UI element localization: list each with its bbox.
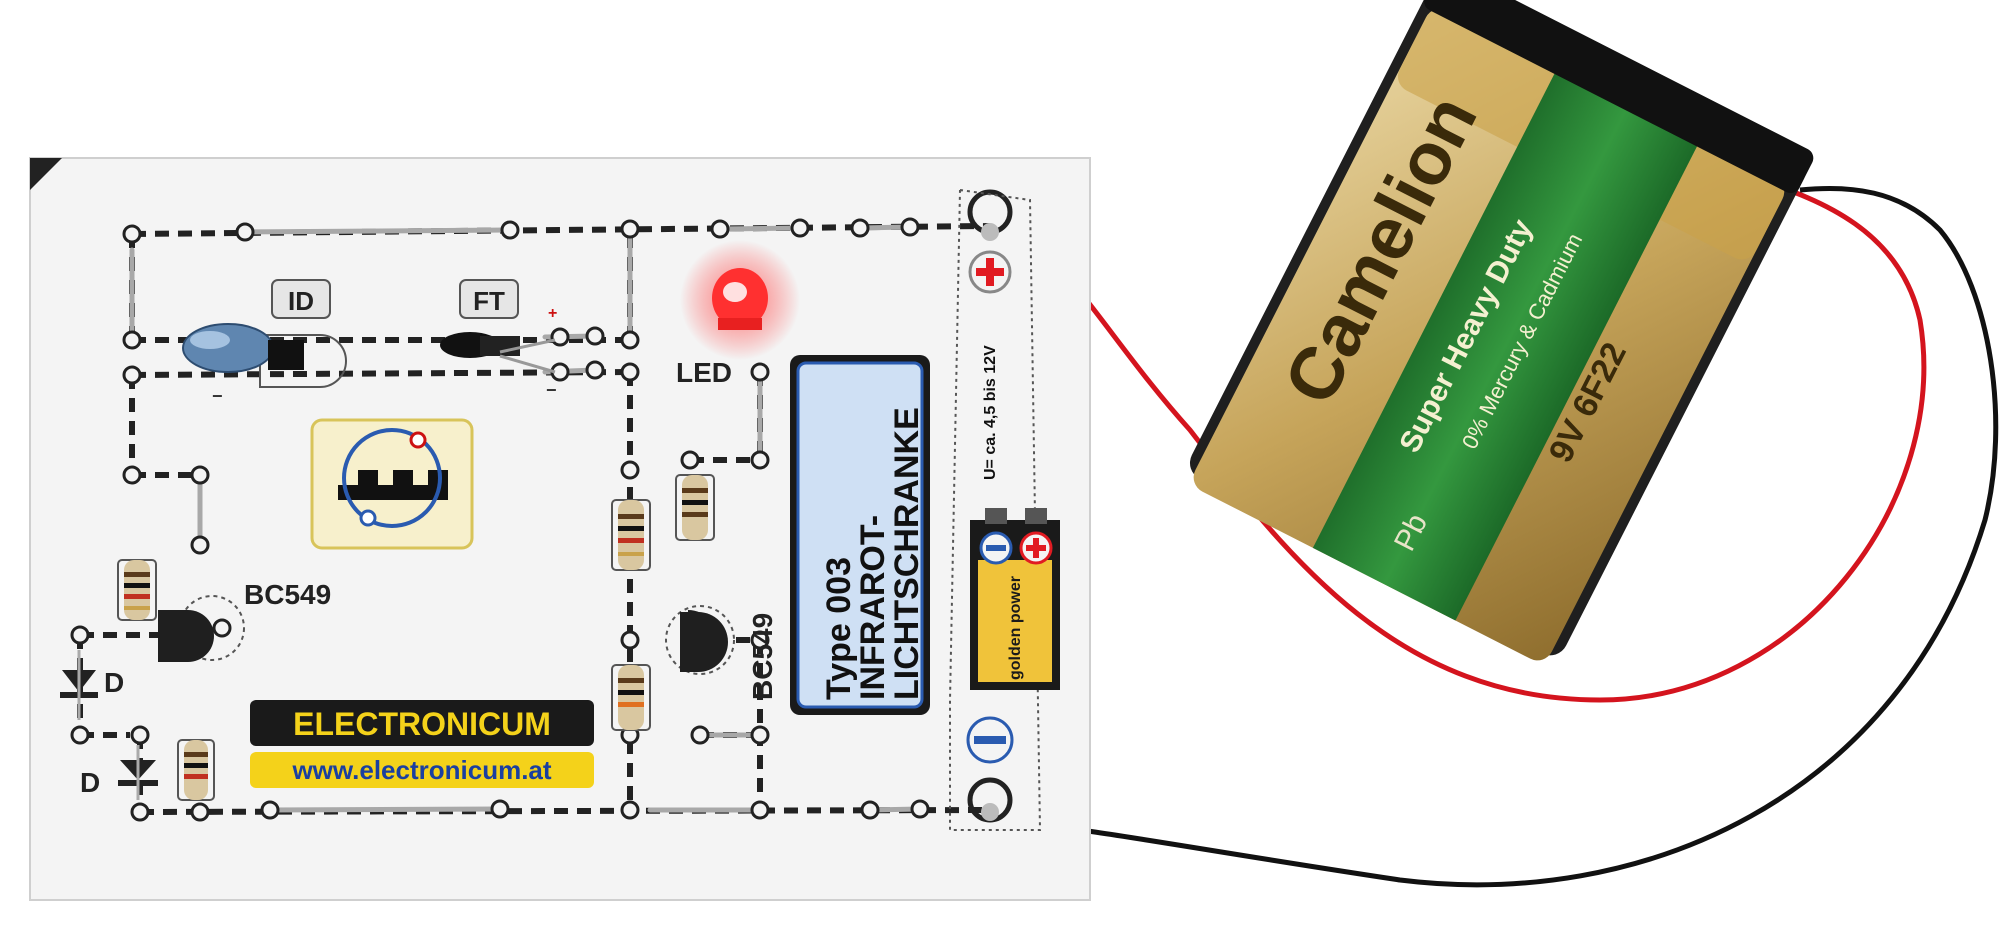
battery-snap-connector	[1424, 0, 1814, 193]
infrared-diode-id: ID	[182, 279, 347, 388]
id-minus-mark: −	[212, 386, 223, 406]
label-diode-1: D	[104, 667, 124, 698]
ft-minus-mark: −	[546, 380, 557, 400]
brand-banner-text: ELECTRONICUM	[293, 706, 551, 742]
label-bc549-2: BC549	[747, 613, 778, 700]
title-line-1: Type 003	[820, 557, 858, 700]
ft-plus-mark: +	[548, 305, 557, 322]
diode-top: D	[60, 650, 124, 720]
resistor-center-3	[611, 664, 651, 731]
title-box: Type 003 INFRAROT- LICHTSCHRANKE	[790, 355, 930, 715]
brand-banner: ELECTRONICUM www.electronicum.at	[250, 700, 594, 788]
voltage-note: U= ca. 4,5 bis 12V	[982, 345, 999, 480]
label-diode-2: D	[80, 767, 100, 798]
label-ft: FT	[473, 286, 505, 316]
transistor-center: BC549	[665, 605, 778, 700]
phototransistor-ft: FT + −	[440, 279, 557, 400]
terminal-plus	[967, 189, 1013, 294]
small-battery-brand: golden power	[1007, 576, 1024, 680]
resistor-bottom-left	[177, 739, 215, 801]
label-bc549-1: BC549	[244, 579, 331, 610]
resistor-center-1	[611, 499, 651, 571]
nine-volt-battery: Camelion Super Heavy Duty 0% Mercury & C…	[1189, 0, 1814, 661]
title-line-3: LICHTSCHRANKE	[888, 407, 926, 700]
title-line-2: INFRAROT-	[854, 515, 892, 700]
circuit-board: U= ca. 4,5 bis 12V golden power ID	[29, 157, 1091, 901]
label-led: LED	[676, 357, 732, 388]
black-wire	[999, 185, 1999, 888]
transistor-left: BC549	[158, 579, 331, 662]
diode-bottom: D	[80, 745, 158, 800]
website-text: www.electronicum.at	[291, 755, 551, 785]
terminal-dotted-outline	[949, 189, 1042, 831]
label-id: ID	[288, 286, 314, 316]
terminal-minus	[966, 716, 1014, 823]
electronicum-logo-icon	[310, 418, 474, 550]
resistor-center-2	[675, 474, 715, 541]
red-led: LED	[676, 240, 800, 388]
small-battery-illustration: golden power	[970, 508, 1060, 690]
resistor-left	[117, 559, 157, 621]
red-wire	[999, 177, 1927, 703]
